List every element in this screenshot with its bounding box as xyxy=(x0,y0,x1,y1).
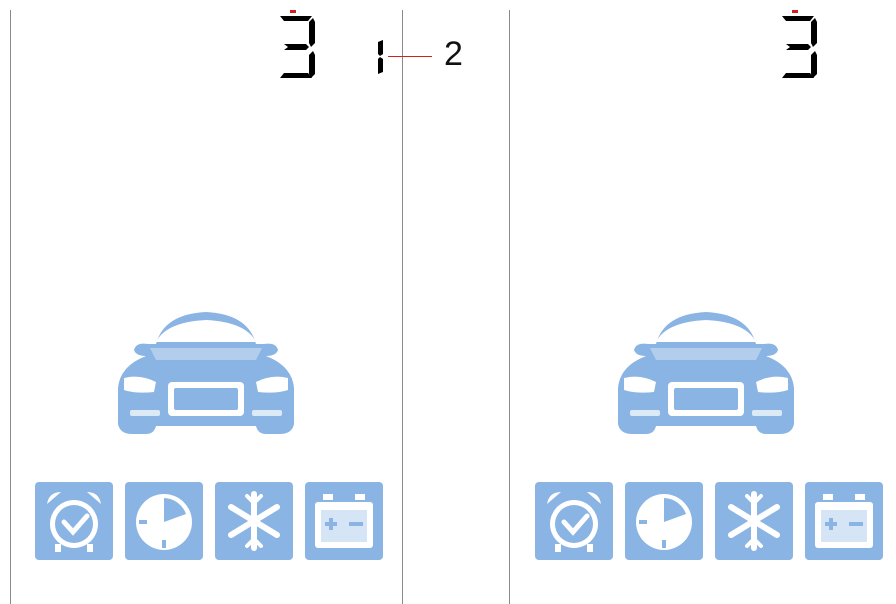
status-icon-row xyxy=(535,482,883,560)
divider-middle xyxy=(402,10,403,604)
timer-icon xyxy=(125,482,203,560)
seven-segment-digit-1 xyxy=(378,40,383,74)
callout-line xyxy=(388,56,432,57)
car-icon xyxy=(118,312,294,434)
alarm-clock-icon xyxy=(535,482,613,560)
battery-icon xyxy=(305,482,383,560)
snowflake-icon xyxy=(215,482,293,560)
status-icon-row xyxy=(35,482,383,560)
battery-icon xyxy=(805,482,883,560)
car-icon xyxy=(618,312,794,434)
callout-label: 2 xyxy=(444,35,463,73)
alarm-clock-icon xyxy=(35,482,113,560)
indicator-tick xyxy=(290,10,296,13)
snowflake-icon xyxy=(715,482,793,560)
timer-icon xyxy=(625,482,703,560)
indicator-tick xyxy=(792,10,798,13)
display-panel-left: 2 xyxy=(0,0,463,604)
divider-right xyxy=(509,10,510,604)
seven-segment-digit-3 xyxy=(280,16,315,78)
display-panel-right xyxy=(500,0,896,604)
seven-segment-digit-3 xyxy=(782,16,817,78)
divider-left xyxy=(10,10,11,604)
